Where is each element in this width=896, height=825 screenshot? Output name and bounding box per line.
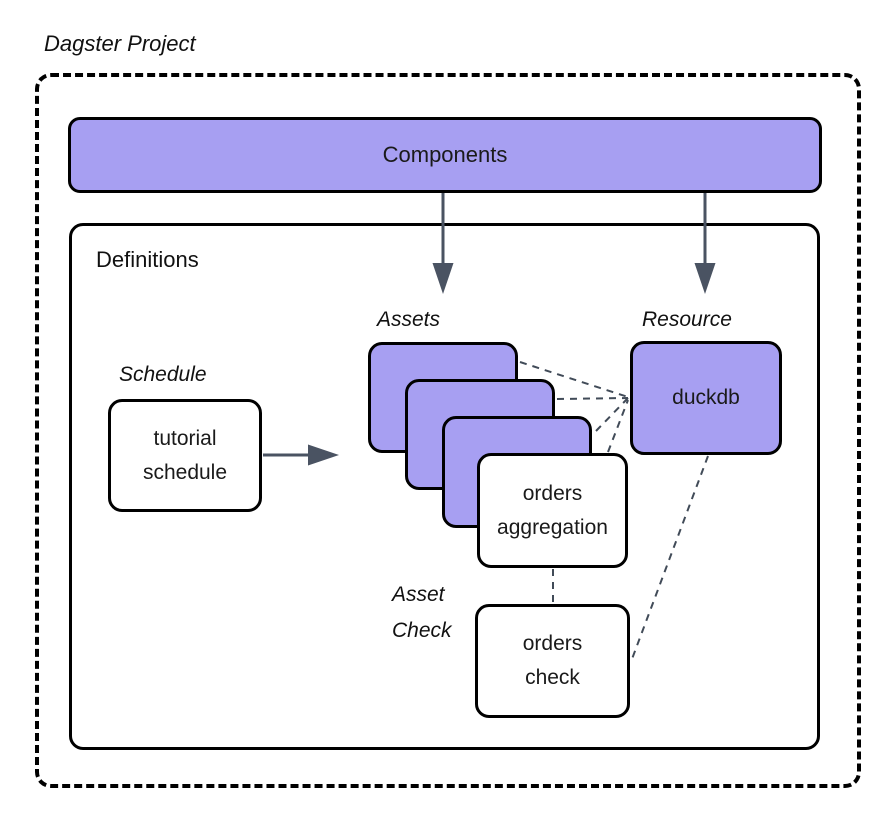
components-node: Components xyxy=(68,117,822,193)
resource-caption: Resource xyxy=(642,308,732,331)
tutorial-schedule-line1: tutorial xyxy=(153,426,217,450)
tutorial-schedule-line2: schedule xyxy=(142,460,228,484)
definitions-label: Definitions xyxy=(96,247,199,272)
assets-caption: Assets xyxy=(377,308,441,331)
asset-check-caption-line1: Asset xyxy=(392,583,445,606)
orders-check-line2: check xyxy=(525,666,580,689)
components-label: Components xyxy=(382,142,508,167)
tutorial-schedule-node: tutorial schedule xyxy=(108,399,262,512)
asset-check-caption: Asset Check xyxy=(392,577,452,649)
duckdb-resource-node: duckdb xyxy=(630,341,782,455)
orders-aggregation-line1: orders xyxy=(522,481,583,505)
duckdb-label: duckdb xyxy=(672,386,740,409)
schedule-caption: Schedule xyxy=(119,363,207,386)
orders-check-node: orders check xyxy=(475,604,630,718)
dagster-project-boundary xyxy=(35,73,861,788)
orders-check-line1: orders xyxy=(522,632,583,655)
orders-aggregation-node: orders aggregation xyxy=(477,453,628,568)
orders-aggregation-line2: aggregation xyxy=(497,515,608,539)
definitions-container xyxy=(69,223,820,750)
asset-check-caption-line2: Check xyxy=(392,619,452,642)
diagram-title: Dagster Project xyxy=(44,31,196,56)
